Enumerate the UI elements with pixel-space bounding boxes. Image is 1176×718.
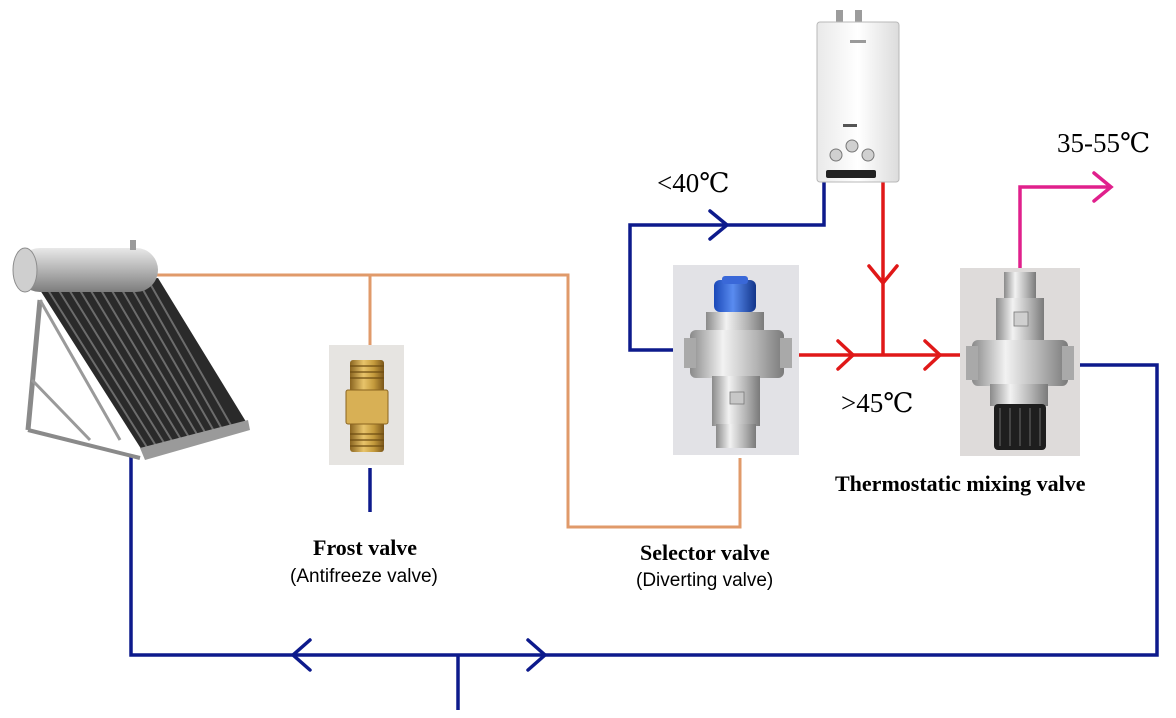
selector-valve-subtitle: (Diverting valve) — [636, 570, 774, 591]
solar-feed-pipe — [155, 273, 742, 529]
cold-flow-arrows — [290, 209, 730, 672]
gas-water-heater-illustration — [816, 10, 900, 183]
brass-frost-valve-photo — [329, 345, 404, 465]
frost-valve-title: Frost valve — [313, 535, 418, 560]
solar-water-heater-illustration — [12, 240, 250, 460]
selector-valve-photo — [673, 265, 799, 455]
frost-valve-subtitle: (Antifreeze valve) — [290, 566, 438, 587]
temp-label-mixed-outlet: 35-55℃ — [1057, 128, 1151, 158]
temp-label-heater-inlet: <40℃ — [657, 168, 730, 198]
selector-valve-title: Selector valve — [640, 540, 770, 565]
hot-flow-arrows — [836, 264, 943, 371]
mixed-water-pipe — [1018, 185, 1110, 268]
mixed-flow-arrow — [1092, 171, 1114, 203]
temp-label-hot-outlet: >45℃ — [841, 388, 914, 418]
thermostatic-mixing-valve-photo — [960, 268, 1080, 456]
hot-water-pipe — [796, 180, 962, 357]
cold-water-pipe — [129, 180, 1159, 710]
mixing-valve-title: Thermostatic mixing valve — [835, 471, 1086, 496]
